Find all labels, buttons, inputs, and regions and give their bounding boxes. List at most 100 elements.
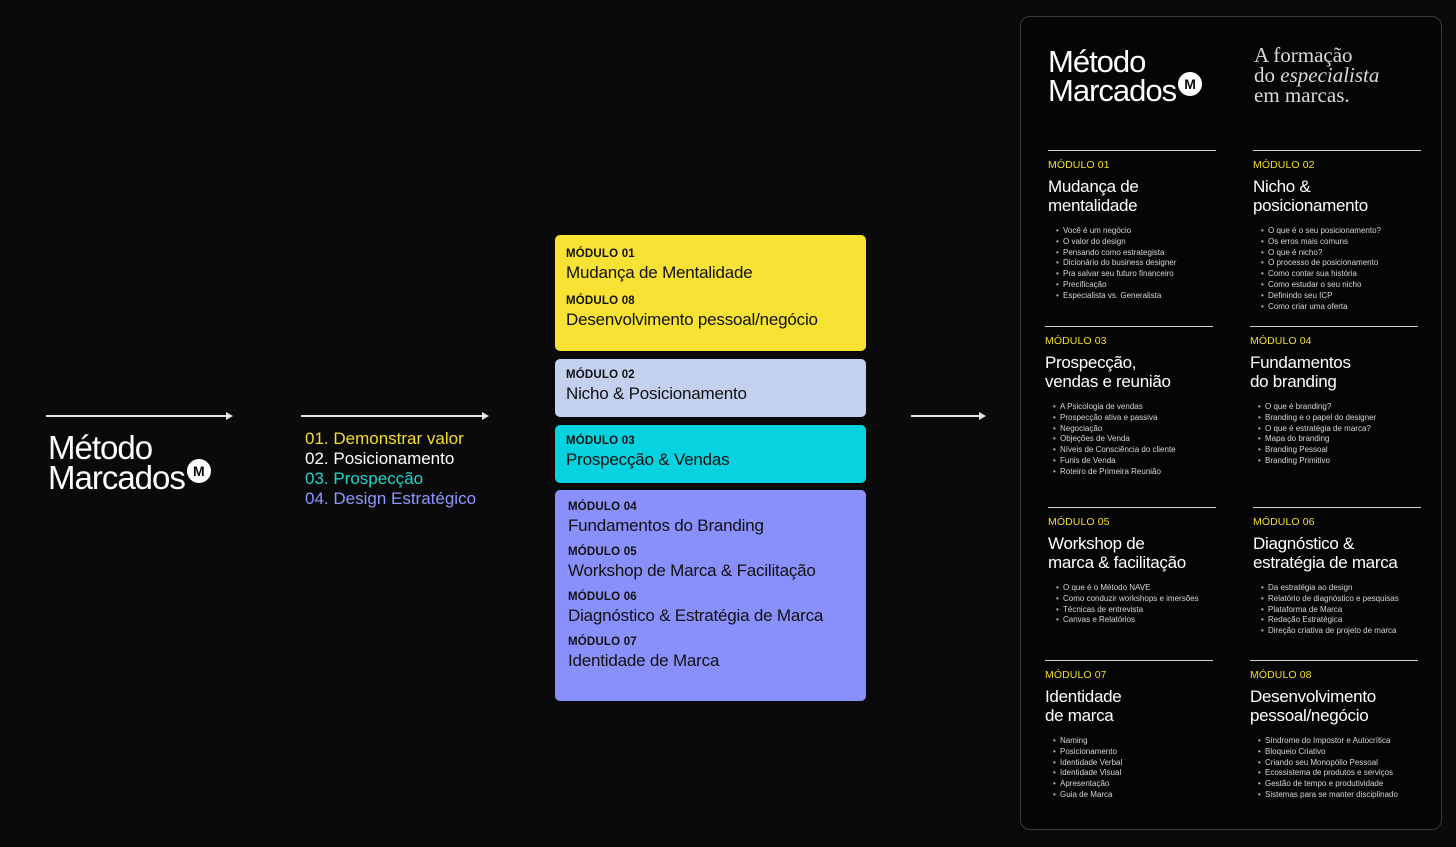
topic-item: Identidade Verbal — [1053, 758, 1213, 769]
panel-tagline: A formação do especialista em marcas. — [1254, 43, 1380, 107]
topic-item: Branding Primitivo — [1258, 456, 1418, 467]
card-divider — [1253, 507, 1421, 508]
card-divider — [1250, 326, 1418, 327]
tagline-line-1: A formação — [1254, 43, 1353, 67]
topic-item: Objeções de Venda — [1053, 434, 1213, 445]
topic-item: Como conduzir workshops e imersões — [1056, 594, 1216, 605]
topic-item: Posicionamento — [1053, 747, 1213, 758]
arrow-1 — [46, 410, 233, 422]
card-title-line-2: vendas e reunião — [1045, 372, 1171, 391]
topic-item: Dicionário do business designer — [1056, 258, 1216, 269]
module-box-cyan: MÓDULO 03 Prospecção & Vendas — [555, 425, 866, 483]
topic-item: O que é o Método NAVE — [1056, 583, 1216, 594]
topic-item: Pra salvar seu futuro financeiro — [1056, 269, 1216, 280]
topic-list: A Psicologia de vendasProspecção ativa e… — [1045, 402, 1213, 478]
topic-item: Apresentação — [1053, 779, 1213, 790]
topic-item: Os erros mais comuns — [1261, 237, 1421, 248]
module-entry: MÓDULO 06 Diagnóstico & Estratégia de Ma… — [555, 581, 866, 626]
tagline-italic: especialista — [1280, 63, 1380, 87]
card-title: Nicho &posicionamento — [1253, 177, 1421, 215]
topic-item: Síndrome do Impostor e Autocrítica — [1258, 736, 1418, 747]
card-title-line-1: Mudança de — [1048, 177, 1139, 196]
module-card: MÓDULO 08 Desenvolvimentopessoal/negócioS… — [1250, 660, 1418, 801]
tagline-line-3: em marcas. — [1254, 83, 1350, 107]
module-entry: MÓDULO 01 Mudança de Mentalidade — [555, 235, 866, 283]
topic-list: O que é o seu posicionamento?Os erros ma… — [1253, 226, 1421, 312]
module-box-yellow: MÓDULO 01 Mudança de Mentalidade MÓDULO … — [555, 235, 866, 351]
card-title-line-2: marca & facilitação — [1048, 553, 1186, 572]
topic-item: Como estudar o seu nicho — [1261, 280, 1421, 291]
card-divider — [1048, 507, 1216, 508]
topic-list: O que é o Método NAVEComo conduzir works… — [1048, 583, 1216, 626]
arrow-3 — [911, 410, 986, 422]
topic-item: Negociação — [1053, 424, 1213, 435]
module-entry: MÓDULO 07 Identidade de Marca — [555, 626, 866, 671]
module-entry: MÓDULO 03 Prospecção & Vendas — [555, 425, 866, 470]
topic-item: Mapa do branding — [1258, 434, 1418, 445]
card-divider — [1250, 660, 1418, 661]
topic-item: Redação Estratégica — [1261, 615, 1421, 626]
module-title: Desenvolvimento pessoal/negócio — [566, 310, 818, 329]
step-item: 03. Prospecção — [305, 469, 424, 488]
card-label: MÓDULO 02 — [1253, 159, 1315, 171]
card-divider — [1048, 150, 1216, 151]
topic-item: Guia de Marca — [1053, 790, 1213, 801]
module-box-lavender: MÓDULO 02 Nicho & Posicionamento — [555, 359, 866, 417]
module-label: MÓDULO 05 — [568, 546, 637, 558]
m-circle-icon: M — [1178, 72, 1203, 96]
card-title-line-1: Diagnóstico & — [1253, 534, 1354, 553]
card-label: MÓDULO 08 — [1250, 669, 1312, 681]
topic-item: Plataforma de Marca — [1261, 605, 1421, 616]
module-title: Diagnóstico & Estratégia de Marca — [568, 606, 824, 625]
panel-brand-line-1: Método — [1048, 44, 1146, 79]
module-card: MÓDULO 02 Nicho &posicionamento O que é o … — [1253, 150, 1421, 312]
card-label: MÓDULO 03 — [1045, 335, 1107, 347]
step-item: 01. Demonstrar valor — [305, 429, 464, 448]
module-label: MÓDULO 06 — [568, 591, 637, 603]
topic-item: Bloqueio Criativo — [1258, 747, 1418, 758]
topic-list: Da estratégia ao designRelatório de diag… — [1253, 583, 1421, 637]
topic-item: O valor do design — [1056, 237, 1216, 248]
card-title-line-1: Identidade — [1045, 687, 1122, 706]
module-entry: MÓDULO 04 Fundamentos do Branding — [555, 490, 866, 536]
topic-item: Direção criativa de projeto de marca — [1261, 626, 1421, 637]
card-label: MÓDULO 06 — [1253, 516, 1315, 528]
module-entry: MÓDULO 05 Workshop de Marca & Facilitaçã… — [555, 536, 866, 581]
topic-list: O que é branding?Branding e o papel do d… — [1250, 402, 1418, 467]
card-label: MÓDULO 07 — [1045, 669, 1107, 681]
topic-item: Como contar sua história — [1261, 269, 1421, 280]
topic-item: Canvas e Relatórios — [1056, 615, 1216, 626]
m-circle-icon: M — [186, 459, 211, 483]
topic-item: Branding e o papel do designer — [1258, 413, 1418, 424]
topic-item: O que é nicho? — [1261, 248, 1421, 259]
module-entry: MÓDULO 08 Desenvolvimento pessoal/negóci… — [555, 283, 866, 330]
topic-item: Precificação — [1056, 280, 1216, 291]
card-title-line-1: Desenvolvimento — [1250, 687, 1376, 706]
step-item: 04. Design Estratégico — [305, 489, 477, 508]
topic-item: Níveis de Consciência do cliente — [1053, 445, 1213, 456]
topic-item: Gestão de tempo e produtividade — [1258, 779, 1418, 790]
topic-item: Técnicas de entrevista — [1056, 605, 1216, 616]
topic-list: Você é um negócioO valor do designPensan… — [1048, 226, 1216, 302]
card-title-line-2: de marca — [1045, 706, 1114, 725]
topic-item: Prospecção ativa e passiva — [1053, 413, 1213, 424]
topic-item: Definindo seu ICP — [1261, 291, 1421, 302]
module-title: Workshop de Marca & Facilitação — [568, 561, 816, 580]
topic-list: NamingPosicionamentoIdentidade VerbalIde… — [1045, 736, 1213, 801]
topic-item: A Psicologia de vendas — [1053, 402, 1213, 413]
steps-list: 01. Demonstrar valor 02. Posicionamento … — [305, 429, 476, 509]
topic-item: Como criar uma oferta — [1261, 302, 1421, 313]
